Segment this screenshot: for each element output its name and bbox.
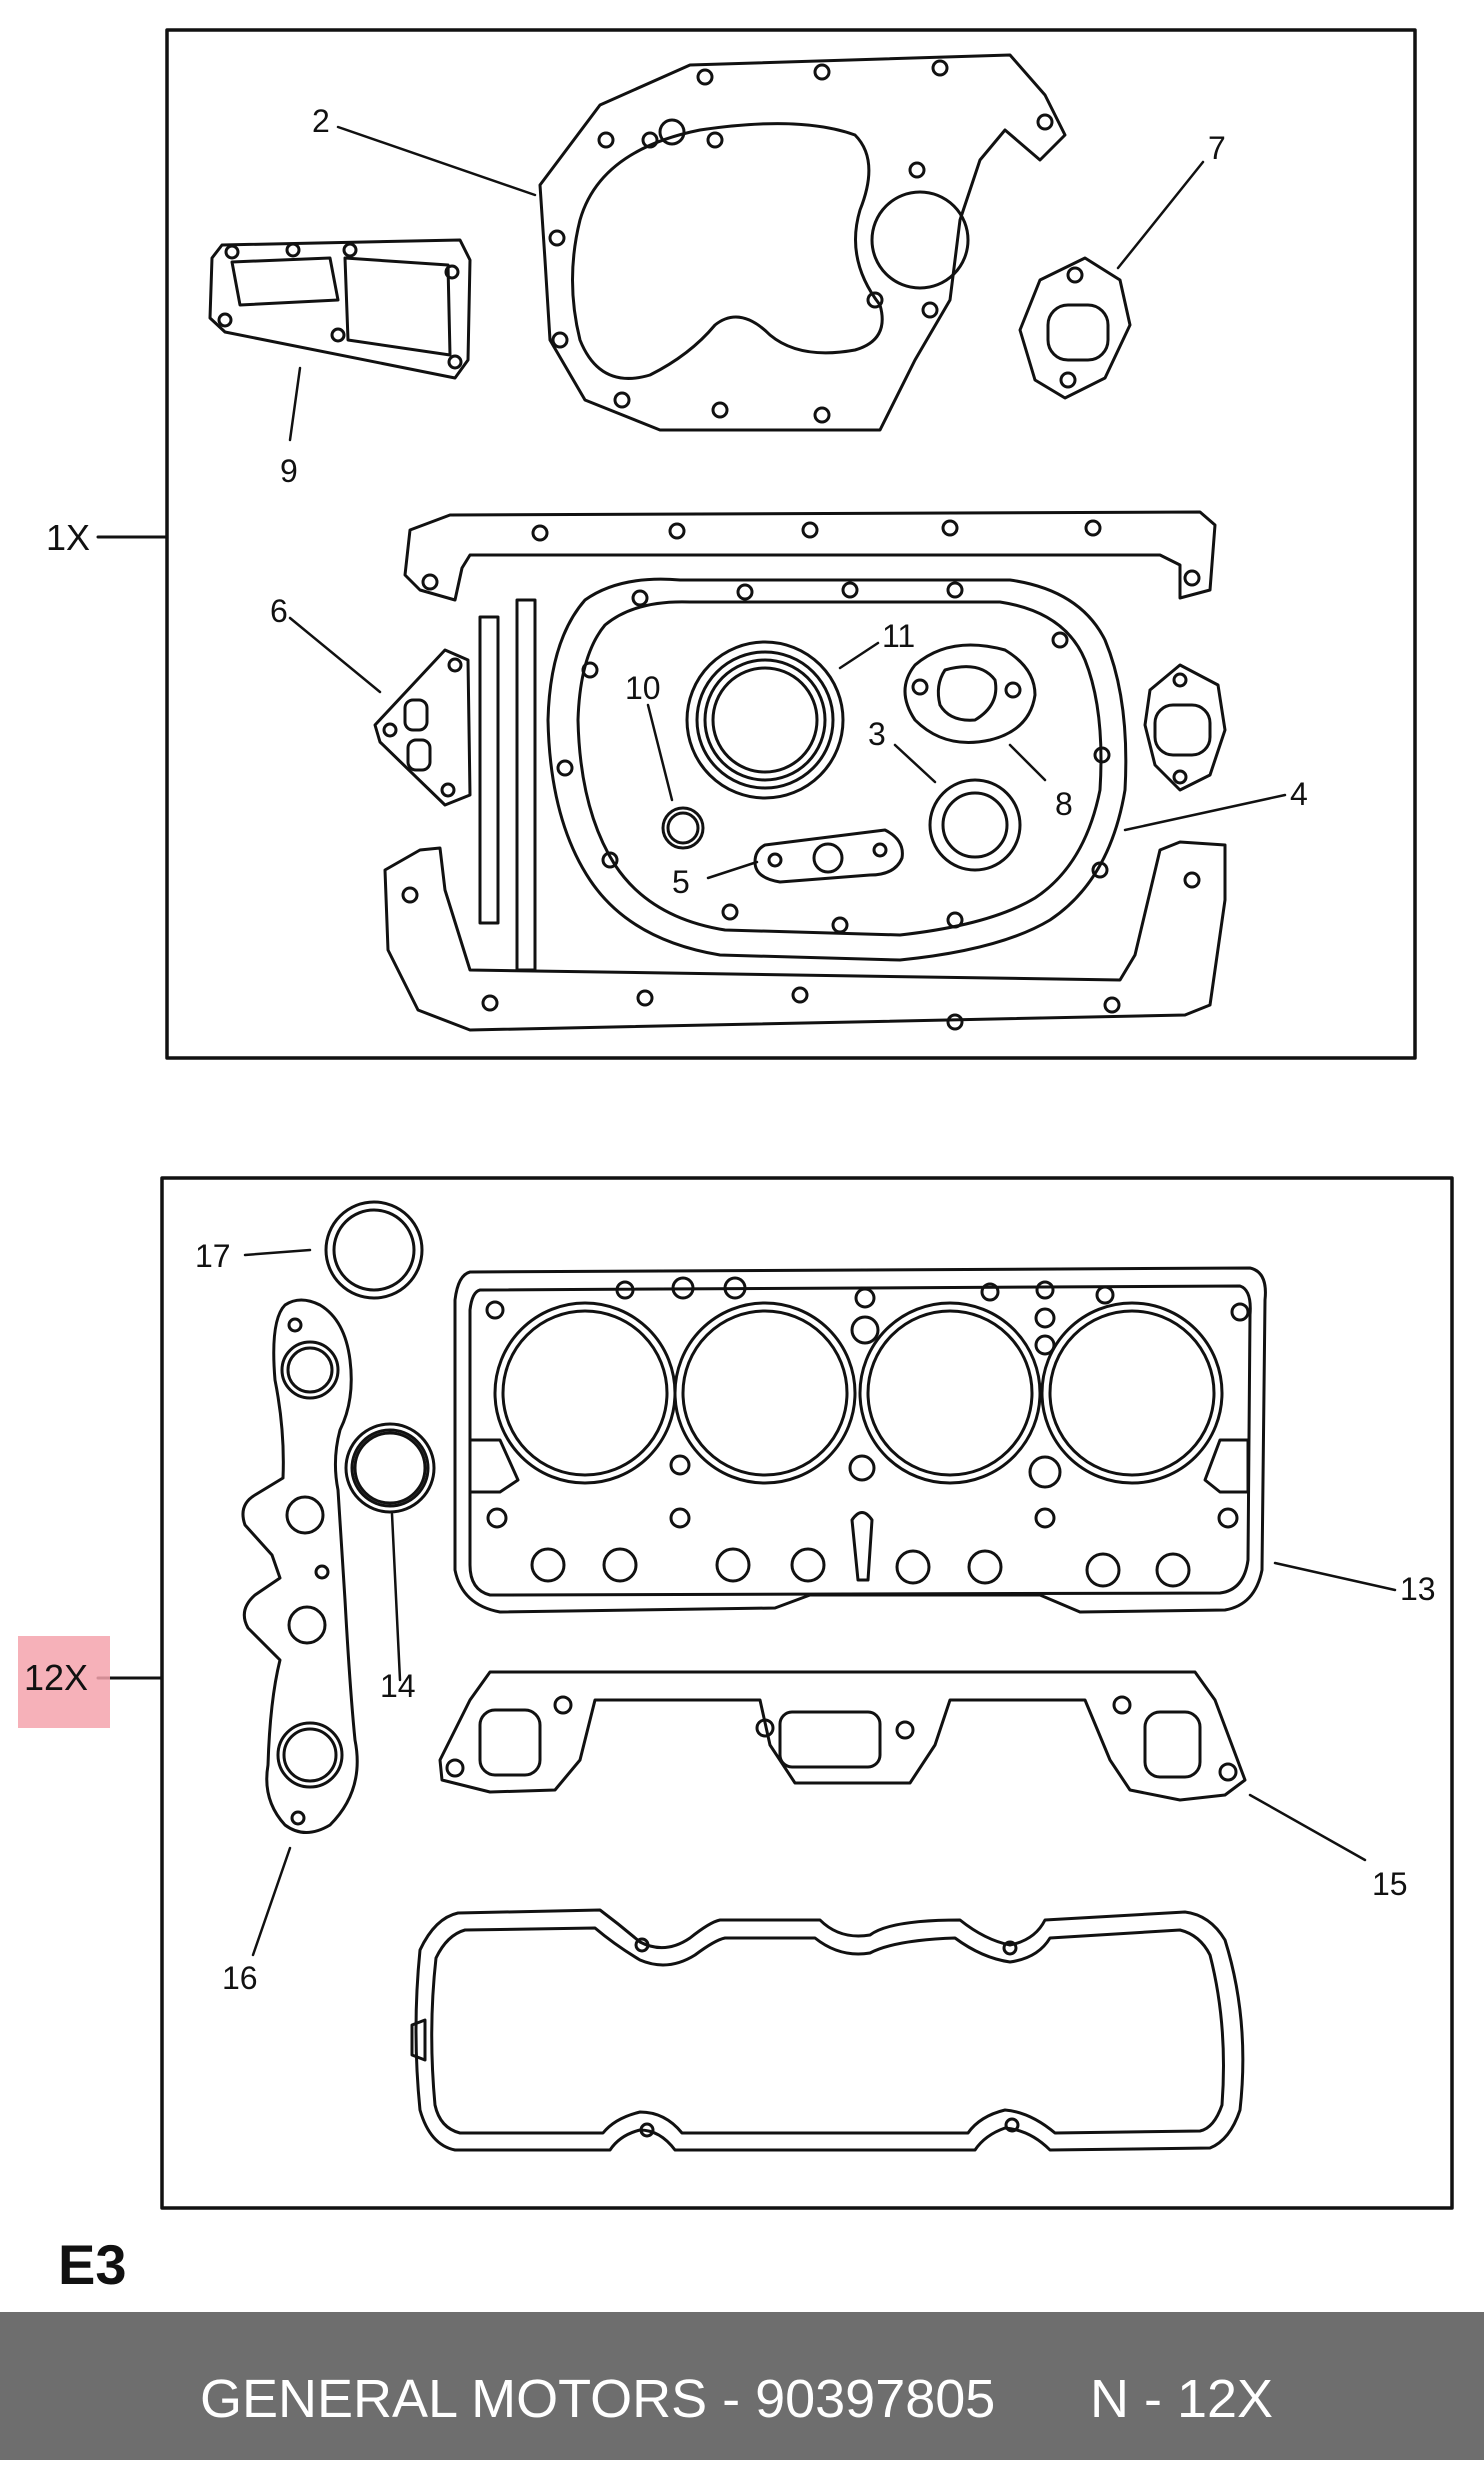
callout-5: 5 xyxy=(672,864,690,900)
o-ring-10 xyxy=(661,806,705,850)
seal-strip-right xyxy=(515,598,537,972)
side-cover-gasket xyxy=(208,238,472,380)
valve-cover-gasket xyxy=(410,1908,1245,2152)
footer-qty: N - 12X xyxy=(1090,2369,1274,2429)
ring-gasket-17 xyxy=(324,1200,424,1300)
lower-leader-lines xyxy=(243,1248,1397,1957)
elongated-gasket-5 xyxy=(753,828,904,884)
upper-leader-lines xyxy=(288,125,1287,880)
upper-panel-qty-label: 1X xyxy=(46,517,91,558)
callout-8: 8 xyxy=(1055,786,1073,822)
ring-seal-14 xyxy=(344,1422,436,1514)
callout-2: 2 xyxy=(312,103,330,139)
upper-panel-frame xyxy=(165,28,1417,1060)
flange-gasket-right xyxy=(1143,663,1227,792)
oil-pan-gasket xyxy=(546,577,1128,962)
crankshaft-seal xyxy=(685,640,845,800)
callout-3: 3 xyxy=(868,716,886,752)
callout-10: 10 xyxy=(625,670,661,706)
manifold-gasket-16 xyxy=(241,1298,359,1834)
footer-bar xyxy=(0,2312,1484,2460)
callout-9: 9 xyxy=(280,453,298,489)
callout-14: 14 xyxy=(380,1668,416,1704)
oil-pan-upper-rail xyxy=(403,510,1217,602)
intake-manifold-gasket xyxy=(438,1670,1247,1802)
callout-13: 13 xyxy=(1400,1571,1436,1607)
pump-gasket-8 xyxy=(903,643,1037,744)
cylinder-head-gasket xyxy=(453,1266,1267,1614)
callout-7: 7 xyxy=(1208,130,1226,166)
callout-11: 11 xyxy=(882,618,916,654)
footer-brand-part: GENERAL MOTORS - 90397805 xyxy=(200,2369,996,2429)
callout-4: 4 xyxy=(1290,776,1308,812)
timing-cover-gasket xyxy=(538,53,1067,432)
callout-6: 6 xyxy=(270,593,288,629)
callout-15: 15 xyxy=(1372,1866,1408,1902)
oil-pan-lower-rail xyxy=(383,840,1227,1032)
flange-gasket-7 xyxy=(1018,256,1132,400)
qty-highlight xyxy=(18,1636,110,1728)
triangle-gasket-6 xyxy=(373,648,472,807)
seal-strip-left xyxy=(478,615,500,925)
round-gasket-3 xyxy=(928,778,1022,872)
lower-panel-frame xyxy=(160,1176,1454,2210)
lower-panel-qty-label: 12X xyxy=(24,1657,89,1698)
callout-16: 16 xyxy=(222,1960,258,1996)
sheet-code: E3 xyxy=(58,2233,127,2296)
callout-17: 17 xyxy=(195,1238,231,1274)
